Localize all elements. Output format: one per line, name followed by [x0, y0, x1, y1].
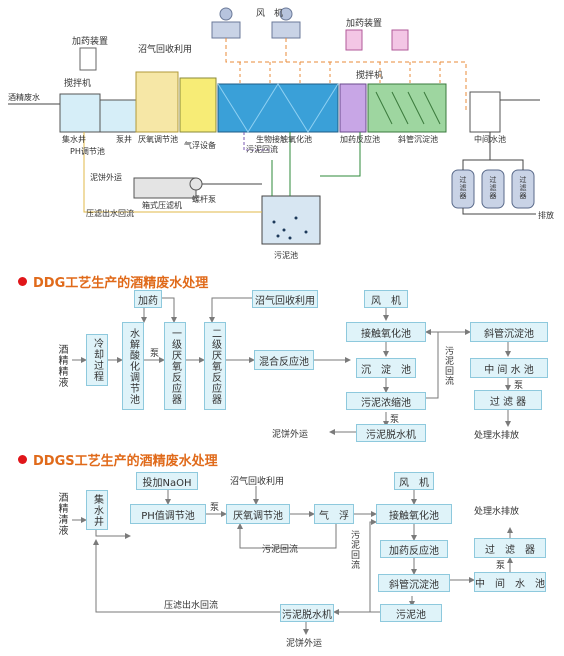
dosing-tank-b [391, 29, 409, 51]
ddgs-contact: 接触氧化池 [376, 504, 452, 524]
ddgs-dewater: 污泥脱水机 [280, 604, 334, 622]
ddgs-input: 酒精清液 [56, 492, 67, 536]
ddgs-sludge-return-v: 污泥回流 [349, 530, 359, 570]
ddg-pump2-label: 泵 [390, 415, 400, 425]
ddgs-flotation: 气 浮 [314, 504, 354, 524]
ddg-thickener: 污泥浓缩池 [346, 392, 426, 410]
fan-left-icon [211, 7, 241, 39]
screw-pump-icon [189, 177, 203, 191]
mixer-right-label: 搅拌机 [356, 71, 384, 81]
ddgs-inclined: 斜管沉淀池 [378, 574, 450, 592]
screw-pump-label: 螺杆泵 [192, 195, 216, 204]
ddgs-title: DDGS工艺生产的酒精废水处理 [33, 454, 218, 469]
ddgs-anaerobic: 厌氧调节池 [226, 504, 290, 524]
ddg-mixing: 混合反应池 [254, 350, 314, 370]
dosing-tank-left [79, 47, 97, 71]
anaerobic-tank-label: 厌氧调节池 [138, 135, 178, 144]
ddgs-fan: 风 机 [394, 472, 434, 490]
ddg-inclined: 斜管沉淀池 [470, 322, 548, 342]
ddg-heading: DDG工艺生产的酒精废水处理 [18, 272, 208, 291]
fan-right-icon [271, 7, 301, 39]
flotation-tank-icon [179, 77, 217, 133]
ddg-pump-label: 泵 [150, 349, 160, 359]
ddgs-reaction: 加药反应池 [380, 540, 448, 558]
ddg-settling: 沉 淀 池 [356, 358, 416, 378]
ddgs-collect: 集水井 [86, 490, 108, 530]
ddg-filter: 过 滤 器 [474, 390, 542, 410]
cake-out-label: 泥饼外运 [90, 173, 122, 182]
sludge-tank-icon [261, 195, 321, 245]
reaction-tank-label: 加药反应池 [340, 135, 380, 144]
sludge-return-top-label: 污泥回流 [246, 145, 278, 154]
ddgs-discharge: 处理水排放 [474, 507, 520, 517]
filter-3-label: 过滤器 [519, 176, 527, 200]
ddgs-heading: DDGS工艺生产的酒精废水处理 [18, 450, 218, 469]
inclined-settler-label: 斜管沉淀池 [398, 135, 438, 144]
fan-label: 风 机 [256, 9, 284, 19]
ddg-pump3-label: 泵 [514, 381, 524, 391]
press-return-label: 压滤出水回流 [86, 209, 134, 218]
ddgs-mid-tank: 中 间 水 池 [474, 572, 546, 592]
bio-contact-label: 生物接触氧化池 [256, 135, 312, 144]
ddg-dosing: 加药 [134, 290, 162, 308]
ddg-biogas: 沼气回收利用 [252, 290, 318, 308]
dosing-tank-a [345, 29, 363, 51]
ddg-mid-tank: 中 间 水 池 [470, 358, 548, 378]
filter-2-label: 过滤器 [489, 176, 497, 200]
wastewater-in-label: 酒精废水 [8, 93, 40, 102]
ddg-discharge: 处理水排放 [474, 431, 520, 441]
ddgs-settling: 污泥池 [380, 604, 442, 622]
mid-tank-icon [469, 91, 501, 133]
ddgs-biogas: 沼气回收利用 [230, 477, 285, 487]
bullet-icon [18, 455, 27, 464]
ddgs-filter: 过 滤 器 [474, 538, 546, 558]
ddg-input: 酒精精液 [56, 344, 67, 388]
ddg-sludge-return: 污泥回流 [443, 346, 453, 386]
ddgs-press-return: 压滤出水回流 [164, 601, 219, 611]
inclined-settler-icon [367, 83, 447, 133]
ddg-hydrolysis: 水解酸化调节池 [122, 322, 144, 410]
ddgs-cake: 泥饼外运 [286, 639, 323, 649]
ddg-cooling: 冷却过程 [86, 334, 108, 386]
dosing-device-left-label: 加药装置 [72, 37, 109, 47]
ddg-fan: 风 机 [364, 290, 408, 308]
mid-tank-label: 中间水池 [474, 135, 506, 144]
ddgs-naoh: 投加NaOH [136, 472, 198, 490]
collection-well-label: 集水井 [62, 135, 86, 144]
dosing-device-right-label: 加药装置 [346, 19, 383, 29]
mixer-left-label: 搅拌机 [64, 79, 92, 89]
biogas-recovery-label: 沼气回收利用 [138, 45, 193, 55]
bullet-icon [18, 277, 27, 286]
flotation-label: 气浮设备 [184, 141, 216, 150]
ddg-contact: 接触氧化池 [346, 322, 426, 342]
sludge-tank-label: 污泥池 [274, 251, 298, 260]
plant-schematic [8, 7, 540, 245]
ddg-anaerobic2: 二级厌氧反应器 [204, 322, 226, 410]
collection-well [59, 93, 101, 133]
ph-tank-label: PH调节池 [70, 147, 105, 156]
ddgs-sludge-return-mid: 污泥回流 [262, 545, 299, 555]
pump-label: 泵井 [116, 135, 132, 144]
bio-contact-tank-icon [217, 83, 339, 133]
ddgs-pump2-label: 泵 [496, 561, 506, 571]
ddgs-ph: PH值调节池 [130, 504, 206, 524]
filter-1-label: 过滤器 [459, 176, 467, 200]
reaction-tank-icon [339, 83, 367, 133]
ddgs-pump-label: 泵 [210, 503, 220, 513]
ddg-dewater: 污泥脱水机 [356, 424, 426, 442]
discharge-label: 排放 [538, 211, 554, 220]
anaerobic-tank-icon [135, 71, 179, 133]
filter-press-label: 箱式压滤机 [142, 201, 182, 210]
ddg-title: DDG工艺生产的酒精废水处理 [33, 276, 209, 291]
ddg-anaerobic1: 一级厌氧反应器 [164, 322, 186, 410]
filter-press-icon [133, 177, 197, 199]
filter-2-icon [481, 169, 505, 209]
ddg-cake: 泥饼外运 [272, 430, 309, 440]
